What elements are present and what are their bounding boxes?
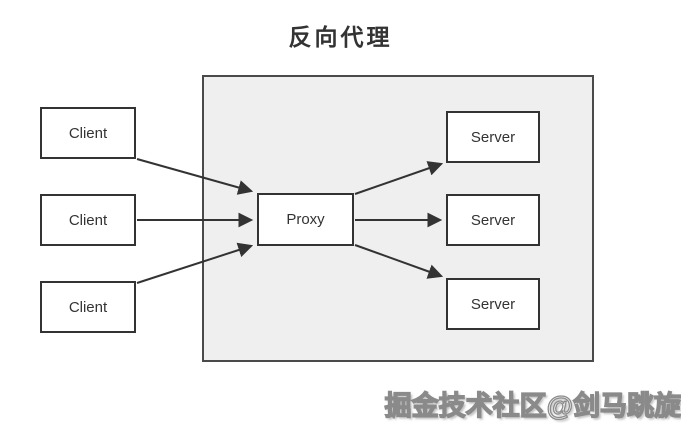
client-node-1: Client xyxy=(40,107,136,159)
client-node-2-label: Client xyxy=(68,211,108,229)
client-node-1-label: Client xyxy=(68,124,108,142)
client-node-2: Client xyxy=(40,194,136,246)
server-node-2: Server xyxy=(446,194,540,246)
server-node-1: Server xyxy=(446,111,540,163)
server-node-2-label: Server xyxy=(470,211,516,229)
watermark-text: 掘金技术社区@剑马跳旋 xyxy=(384,390,681,421)
diagram-title: 反向代理 xyxy=(288,24,393,50)
client-node-3: Client xyxy=(40,281,136,333)
server-node-3-label: Server xyxy=(470,295,516,313)
proxy-node: Proxy xyxy=(257,193,354,246)
server-node-1-label: Server xyxy=(470,128,516,146)
proxy-node-label: Proxy xyxy=(286,211,325,228)
client-node-3-label: Client xyxy=(68,298,108,316)
server-node-3: Server xyxy=(446,278,540,330)
